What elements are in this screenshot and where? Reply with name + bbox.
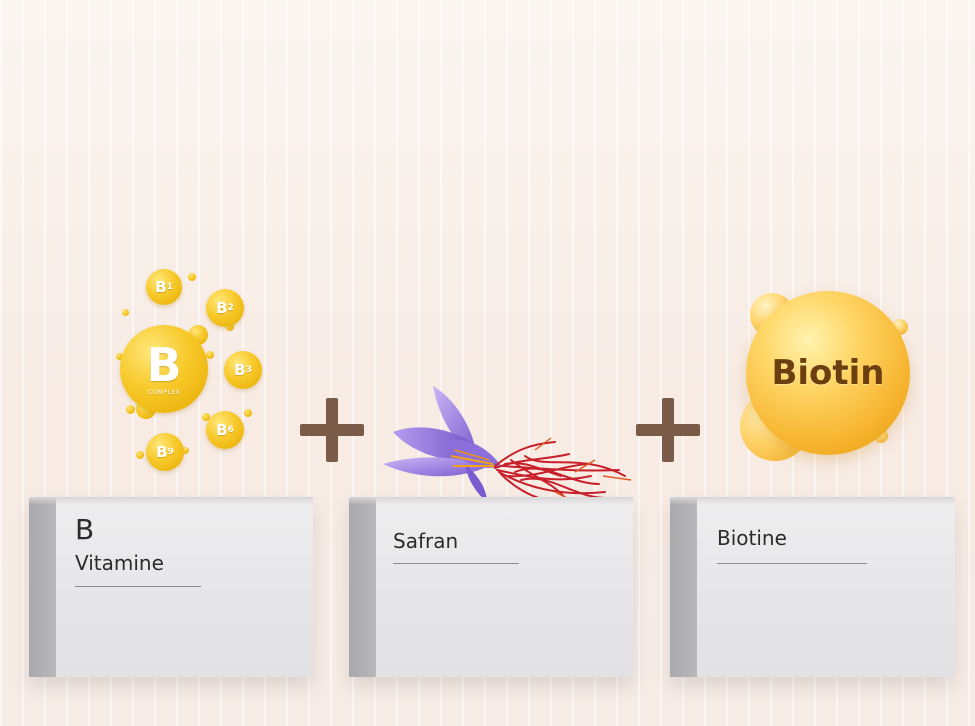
- biotin-ball: Biotin: [746, 291, 910, 455]
- biotin-illustration: Biotin: [736, 285, 926, 465]
- vitamin-b-complex-caption: COMPLEX: [147, 389, 181, 396]
- decor-dot: [136, 451, 144, 459]
- box-title-line1: Biotine: [717, 526, 787, 550]
- box-divider: [393, 563, 519, 564]
- box-divider: [717, 563, 867, 564]
- vitamin-b-main-ball: B COMPLEX: [120, 325, 208, 413]
- decor-dot: [226, 323, 234, 331]
- decor-dot: [182, 447, 189, 454]
- decor-dot: [122, 309, 129, 316]
- saffron-flower-illustration: [383, 386, 632, 505]
- biotin-ball-label: Biotin: [771, 353, 885, 393]
- product-box-biotine: Biotine: [670, 497, 955, 677]
- product-box-vitamin-b: B Vitamine: [29, 497, 313, 677]
- decor-dot: [126, 405, 135, 414]
- decor-dot: [206, 351, 214, 359]
- vitamin-b-letter: B: [146, 338, 182, 392]
- plus-icon: [300, 398, 364, 462]
- box-title-line1: Safran: [393, 529, 459, 553]
- decor-dot: [116, 353, 123, 360]
- box-title-line1: B: [75, 513, 95, 546]
- decor-dot: [202, 413, 210, 421]
- plus-icon: [636, 398, 700, 462]
- decor-dot: [244, 409, 252, 417]
- box-title-line2: Vitamine: [75, 551, 164, 575]
- product-box-safran: Safran: [349, 497, 633, 677]
- decor-dot: [188, 273, 196, 281]
- box-divider: [75, 586, 201, 587]
